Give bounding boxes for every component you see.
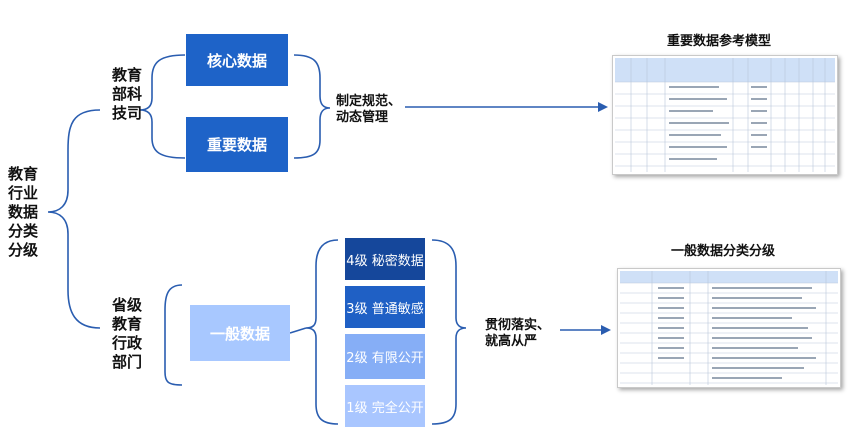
general-data-label: 一般数据 — [209, 324, 270, 343]
ministry-label: 教育 部科 技司 — [112, 66, 143, 122]
ref-bottom-title: 一般数据分类分级 — [671, 244, 776, 259]
policy-top-label: 制定规范、 动态管理 — [336, 94, 402, 125]
level-3-label: 3级 普通敏感 — [346, 301, 424, 317]
general-to-levels-line — [289, 327, 307, 334]
bottom-arrowhead — [601, 325, 611, 335]
level-1-box: 1级 完全公开 — [345, 385, 425, 427]
ministry-bracket — [139, 54, 186, 159]
policy-bottom-label: 贯彻落实、 就高从严 — [485, 318, 551, 349]
important-data-label: 重要数据 — [206, 136, 267, 154]
important-data-box: 重要数据 — [186, 117, 288, 172]
root-label: 教育 行业 数据 分类 分级 — [8, 165, 39, 259]
core-data-box: 核心数据 — [186, 34, 288, 86]
ref-top-title: 重要数据参考模型 — [667, 34, 772, 49]
province-label: 省级 教育 行政 部门 — [112, 296, 143, 371]
top-arrowhead — [598, 102, 608, 112]
important-data-model-thumbnail — [612, 55, 838, 175]
levels-right-bracket — [431, 239, 467, 425]
general-data-box: 一般数据 — [190, 305, 290, 361]
level-4-label: 4级 秘密数据 — [346, 253, 424, 269]
level-2-label: 2级 有限公开 — [346, 351, 424, 366]
general-data-table-graphic — [620, 271, 838, 385]
level-1-label: 1级 完全公开 — [346, 400, 424, 416]
root-bracket — [47, 109, 101, 329]
province-bracket — [164, 284, 183, 386]
core-data-label: 核心数据 — [206, 51, 267, 70]
levels-left-bracket — [305, 239, 339, 425]
general-data-classification-thumbnail — [617, 268, 841, 388]
level-4-box: 4级 秘密数据 — [345, 238, 425, 280]
level-3-box: 3级 普通敏感 — [345, 286, 425, 328]
level-2-box: 2级 有限公开 — [345, 334, 425, 379]
important-data-table-graphic — [615, 58, 835, 172]
core-important-bracket — [293, 54, 331, 159]
